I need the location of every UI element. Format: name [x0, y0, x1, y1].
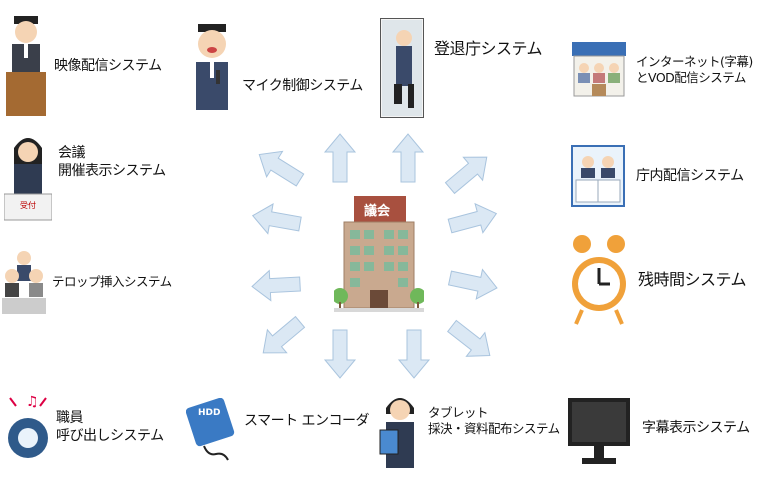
node-internet-vod: インターネット(字幕) とVOD配信システム [570, 40, 753, 100]
node-remaining-time: 残時間システム [570, 232, 747, 328]
staff-call-line2: 呼び出しシステム [56, 428, 164, 444]
meeting-label-line1: 会議 [58, 145, 85, 161]
node-caption-display: 字幕表示システム [566, 396, 750, 468]
hdd-label: HDD [198, 408, 221, 418]
arrow-to-telop [250, 268, 302, 302]
receptionist-icon [4, 138, 52, 221]
node-tablet: タブレット 採決・資料配布システム [378, 392, 560, 470]
building-label: 議会 [364, 204, 391, 219]
tablet-label-line1: タブレット [428, 405, 489, 420]
monitor-icon [568, 398, 630, 464]
video-label: 映像配信システム [54, 58, 162, 74]
arrow-to-staff-call [253, 310, 311, 365]
call-button-icon: ♫ [8, 394, 48, 458]
speaker-at-podium-icon [6, 16, 46, 116]
arrow-to-internet [439, 145, 497, 200]
svg-text:♫: ♫ [26, 394, 39, 410]
internet-label-line1: インターネット(字幕) [636, 54, 753, 69]
broadcast-monitor-icon [571, 145, 625, 207]
assembly-building-icon [334, 196, 424, 312]
arrow-to-remaining-time [446, 262, 501, 304]
seated-members-icon [2, 251, 46, 314]
internet-label-line2: とVOD配信システム [636, 70, 746, 85]
assembly-building: 議会 [334, 196, 424, 314]
telop-label: テロップ挿入システム [52, 274, 172, 289]
node-office-broadcast: 庁内配信システム [570, 144, 744, 208]
staff-call-line1: 職員 [56, 410, 83, 426]
arrow-to-tablet [398, 329, 430, 379]
arrow-to-mic [324, 133, 356, 183]
node-staff-call: ♫ 職員 呼び出しシステム [6, 392, 164, 462]
node-meeting-display: 受付 会議 開催表示システム [4, 130, 166, 224]
smart-encoder-label: スマート エンコーダ [244, 413, 370, 429]
attendance-label: 登退庁システム [434, 39, 543, 58]
remaining-time-label: 残時間システム [638, 270, 747, 289]
arrow-to-smart-encoder [324, 329, 356, 379]
node-mic-control: マイク制御システム [190, 22, 363, 112]
reception-sign: 受付 [20, 201, 36, 210]
meeting-label-line2: 開催表示システム [58, 163, 166, 179]
mic-label: マイク制御システム [242, 78, 363, 94]
arrow-to-caption-display [442, 313, 500, 368]
house-with-family-icon [572, 42, 626, 97]
node-attendance: 登退庁システム [380, 18, 543, 118]
person-with-tablet-icon [379, 398, 414, 468]
caption-display-label: 字幕表示システム [642, 420, 750, 436]
node-telop: テロップ挿入システム [2, 248, 172, 316]
node-smart-encoder: HDD スマート エンコーダ [186, 398, 370, 464]
person-at-door-icon [380, 18, 424, 118]
alarm-clock-icon [572, 235, 626, 325]
arrow-to-meeting-display [249, 200, 304, 240]
speaker-with-mic-icon [196, 24, 228, 110]
arrow-to-video [250, 141, 309, 194]
tablet-label-line2: 採決・資料配布システム [428, 421, 560, 436]
arrow-to-attendance [392, 133, 424, 183]
hdd-device-icon [186, 398, 235, 461]
office-broadcast-label: 庁内配信システム [636, 168, 744, 184]
node-video-distribution: 映像配信システム [4, 14, 162, 118]
arrow-to-office-broadcast [445, 198, 501, 241]
